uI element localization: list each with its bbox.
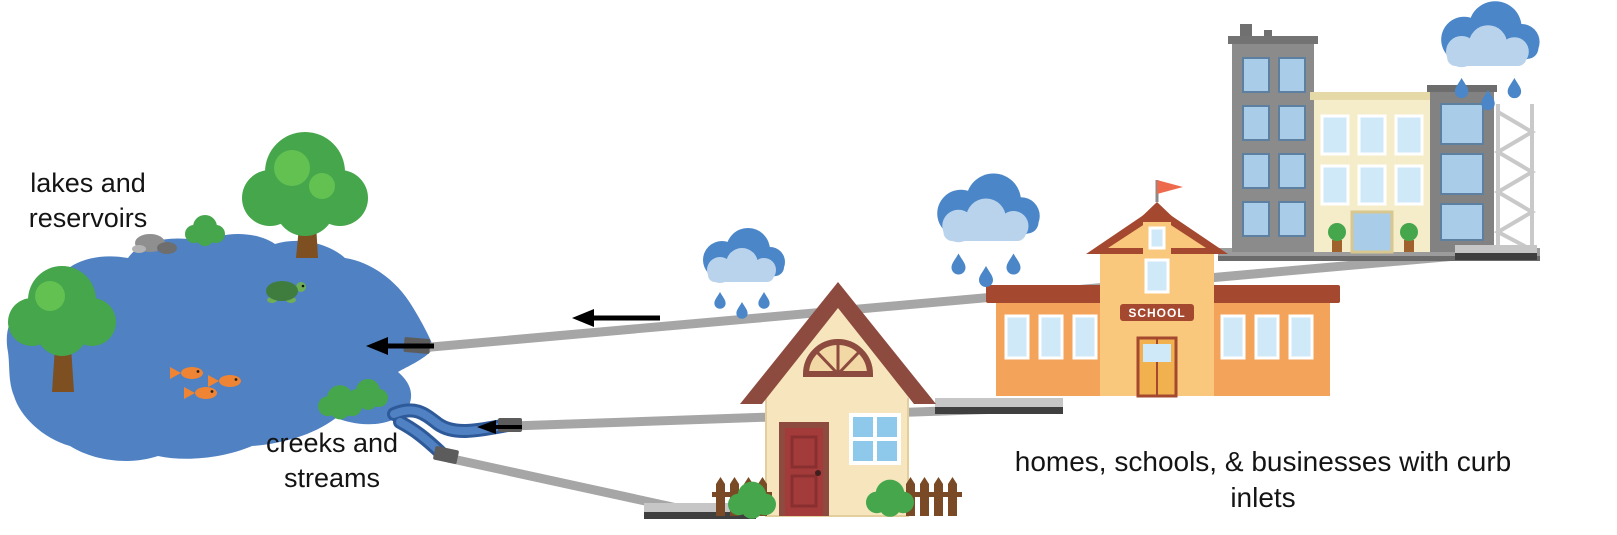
turtle bbox=[266, 281, 306, 303]
rain-cloud-house bbox=[703, 228, 785, 319]
curb-inlet-house bbox=[644, 503, 756, 519]
label-homes-schools-businesses: homes, schools, & businesses with curb i… bbox=[1014, 446, 1512, 513]
building-entrance-door bbox=[1350, 210, 1394, 254]
curb-inlet-building bbox=[1455, 245, 1537, 260]
planter-tree-left bbox=[1328, 223, 1346, 252]
pipe-from-house bbox=[433, 446, 701, 518]
left-tower-windows bbox=[1242, 57, 1306, 237]
flow-arrow-upper-pipe bbox=[572, 309, 660, 327]
label-lakes-and-reservoirs: lakes and reservoirs bbox=[28, 168, 148, 233]
rocks bbox=[132, 234, 177, 254]
school-building: SCHOOL bbox=[986, 180, 1340, 398]
rain-cloud-school bbox=[937, 173, 1040, 287]
fence-right bbox=[902, 477, 962, 516]
front-door bbox=[779, 422, 829, 516]
tower-window bbox=[1144, 258, 1170, 294]
middle-windows bbox=[1320, 114, 1424, 206]
school-sign-text: SCHOOL bbox=[1128, 306, 1185, 320]
fire-escape bbox=[1493, 104, 1536, 252]
label-creeks-and-streams: creeks and streams bbox=[265, 428, 399, 493]
school-sign: SCHOOL bbox=[1120, 304, 1194, 321]
school-door bbox=[1136, 336, 1178, 398]
fish-group bbox=[170, 367, 241, 399]
curb-inlet-school bbox=[935, 398, 1063, 414]
house-window bbox=[849, 413, 901, 465]
right-tower-windows bbox=[1440, 103, 1484, 241]
tree-2 bbox=[8, 266, 116, 392]
tree-1 bbox=[242, 132, 368, 258]
planter-tree-right bbox=[1400, 223, 1418, 252]
arch-window bbox=[802, 339, 874, 377]
house bbox=[712, 282, 962, 519]
cupola bbox=[1136, 180, 1183, 254]
flow-arrow-creek bbox=[477, 420, 522, 434]
flow-arrow-lake-inlet bbox=[366, 337, 434, 355]
school-windows bbox=[1004, 314, 1314, 360]
bush-lake-top bbox=[185, 215, 225, 246]
flag-icon bbox=[1157, 180, 1183, 194]
